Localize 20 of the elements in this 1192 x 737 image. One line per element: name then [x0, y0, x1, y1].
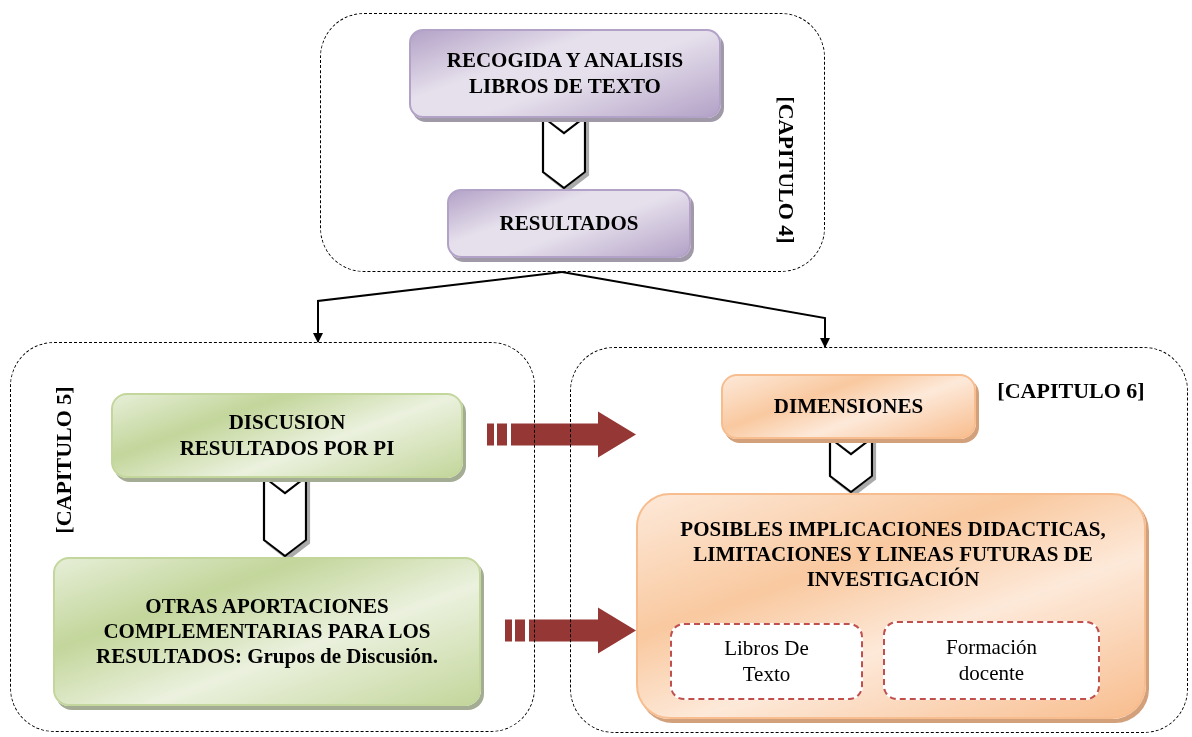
- dashed-group-box: [320, 13, 825, 272]
- dashed-group-box: [10, 342, 535, 732]
- box-heading: POSIBLES IMPLICACIONES DIDACTICAS, LIMITACIONES Y LINEAS FUTURAS DE INVESTIGACIÓN: [679, 517, 1107, 593]
- box-label: Formación docente: [945, 635, 1038, 686]
- arrow: [313, 271, 563, 343]
- block-arrow: [487, 411, 636, 458]
- box-label: Libros De Texto: [723, 636, 810, 687]
- dashed-box: [670, 623, 863, 700]
- box-label: DIMENSIONES: [772, 393, 925, 420]
- chapter-label: [CAPITULO 4]: [773, 95, 800, 246]
- block-arrow: [505, 607, 636, 654]
- box-label: RESULTADOS: [498, 210, 640, 237]
- arrow: [561, 271, 830, 348]
- box-label: OTRAS APORTACIONES COMPLEMENTARIAS PARA LOS RESULTADOS: Grupos de Discusión.: [95, 593, 439, 670]
- box-label: DISCUSION RESULTADOS POR PI: [178, 410, 396, 461]
- box-label: RECOGIDA Y ANALISIS LIBROS DE TEXTO: [445, 48, 685, 99]
- chapter-label: [CAPITULO 5]: [50, 385, 77, 536]
- dashed-group-box: [570, 347, 1188, 733]
- chapter-label: [CAPITULO 6]: [996, 377, 1146, 405]
- dashed-box: [883, 621, 1100, 700]
